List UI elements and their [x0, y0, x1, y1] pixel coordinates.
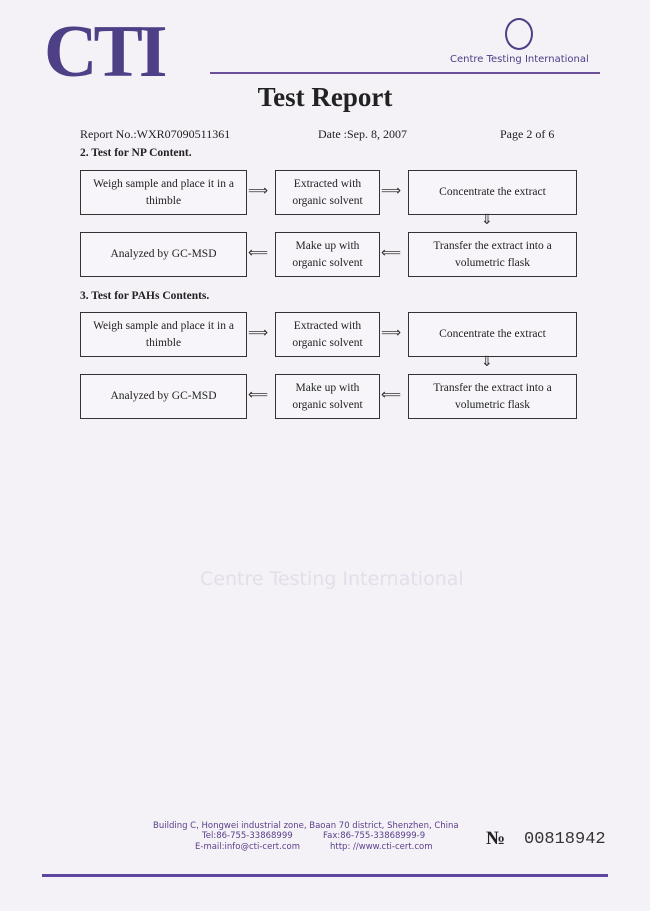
flow-step-label: Concentrate the extract	[439, 328, 546, 340]
page-number: Page 2 of 6	[500, 127, 555, 141]
flow-step: Concentrate the extract	[408, 170, 577, 215]
flow-step: Make up with organic solvent	[275, 374, 380, 419]
flow-step-label: Weigh sample and place it in a thimble	[93, 177, 234, 207]
flow-step-label: Make up with organic solvent	[292, 239, 363, 269]
arrow-left-icon: ⟸	[248, 246, 269, 261]
report-date: Date :Sep. 8, 2007	[318, 127, 407, 141]
watermark: Centre Testing International	[200, 568, 464, 590]
report-number: Report No.:WXR07090511361	[80, 127, 231, 141]
arrow-right-icon: ⟹	[381, 184, 402, 199]
arrow-left-icon: ⟸	[248, 388, 269, 403]
footer-fax: Fax:86-755-33868999-9	[323, 831, 426, 841]
arrow-down-icon: ⇓	[481, 213, 493, 228]
globe-seal-icon	[505, 18, 533, 50]
company-name: Centre Testing International	[450, 54, 589, 65]
serial-number: 00818942	[524, 830, 606, 849]
flow-step-label: Make up with organic solvent	[292, 381, 363, 411]
number-sign: №	[486, 828, 506, 849]
footer-email: E-mail:info@cti-cert.com	[195, 842, 300, 852]
flow-step-label: Extracted with organic solvent	[292, 319, 363, 349]
footer-address: Building C, Hongwei industrial zone, Bao…	[153, 821, 459, 831]
footer-rule	[42, 874, 608, 877]
arrow-left-icon: ⟸	[381, 246, 402, 261]
cti-logo: CTI	[44, 11, 168, 93]
flow-step: Extracted with organic solvent	[275, 170, 380, 215]
flow-step-label: Extracted with organic solvent	[292, 177, 363, 207]
flow-step: Transfer the extract into a volumetric f…	[408, 374, 577, 419]
flow-step-label: Analyzed by GC-MSD	[110, 390, 217, 402]
flow-step: Weigh sample and place it in a thimble	[80, 312, 247, 357]
arrow-right-icon: ⟹	[381, 326, 402, 341]
flow-step: Analyzed by GC-MSD	[80, 232, 247, 277]
arrow-down-icon: ⇓	[481, 355, 493, 370]
flow-step: Transfer the extract into a volumetric f…	[408, 232, 577, 277]
flow-step: Extracted with organic solvent	[275, 312, 380, 357]
flow-step-label: Analyzed by GC-MSD	[110, 248, 217, 260]
flow-step-label: Concentrate the extract	[439, 186, 546, 198]
section-heading: 3. Test for PAHs Contents.	[80, 290, 210, 302]
page-title: Test Report	[257, 82, 393, 112]
footer-tel: Tel:86-755-33868999	[202, 831, 293, 841]
flow-step: Concentrate the extract	[408, 312, 577, 357]
footer-web: http: //www.cti-cert.com	[330, 842, 433, 852]
arrow-left-icon: ⟸	[381, 388, 402, 403]
flow-step-label: Transfer the extract into a volumetric f…	[433, 239, 552, 269]
header-rule	[210, 72, 600, 74]
arrow-right-icon: ⟹	[248, 326, 269, 341]
flow-step: Weigh sample and place it in a thimble	[80, 170, 247, 215]
flow-step-label: Weigh sample and place it in a thimble	[93, 319, 234, 349]
flow-step-label: Transfer the extract into a volumetric f…	[433, 381, 552, 411]
arrow-right-icon: ⟹	[248, 184, 269, 199]
section-heading: 2. Test for NP Content.	[80, 147, 192, 159]
flow-step: Make up with organic solvent	[275, 232, 380, 277]
flow-step: Analyzed by GC-MSD	[80, 374, 247, 419]
